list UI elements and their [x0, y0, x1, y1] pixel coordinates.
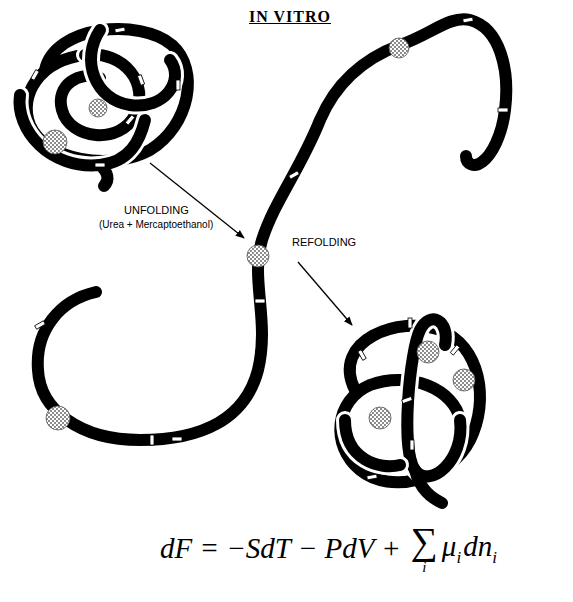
step-label: REFOLDING	[290, 236, 358, 248]
equation-main: dF = −SdT − PdV +	[160, 532, 401, 564]
step-label: UNFOLDING	[122, 204, 191, 216]
equation-sub: i	[456, 547, 461, 566]
disulfide-mark	[358, 318, 460, 480]
equation-term: dF = −SdT − PdV +	[160, 532, 401, 565]
equation-main: dn	[463, 530, 492, 562]
equation-sub: i	[492, 547, 497, 566]
equation-term: dni	[463, 530, 497, 568]
equation-term: μi	[442, 530, 461, 568]
hatched-site	[369, 341, 475, 429]
equation-main: μ	[442, 530, 457, 562]
reagent-label: (Urea + Mercaptoethanol)	[97, 219, 215, 230]
folded-protein	[20, 29, 188, 186]
unfolded-chain	[38, 19, 506, 440]
disulfide-mark	[31, 27, 180, 167]
refolded-protein	[340, 319, 480, 503]
equation-sum: ∑	[411, 522, 438, 560]
title: IN VITRO	[0, 8, 573, 26]
equation: dF = −SdT − PdV +∑iμidni	[160, 522, 499, 575]
equation-sumidx: i	[422, 560, 426, 575]
hatched-site	[43, 99, 107, 154]
sum-group: ∑i	[411, 522, 438, 575]
